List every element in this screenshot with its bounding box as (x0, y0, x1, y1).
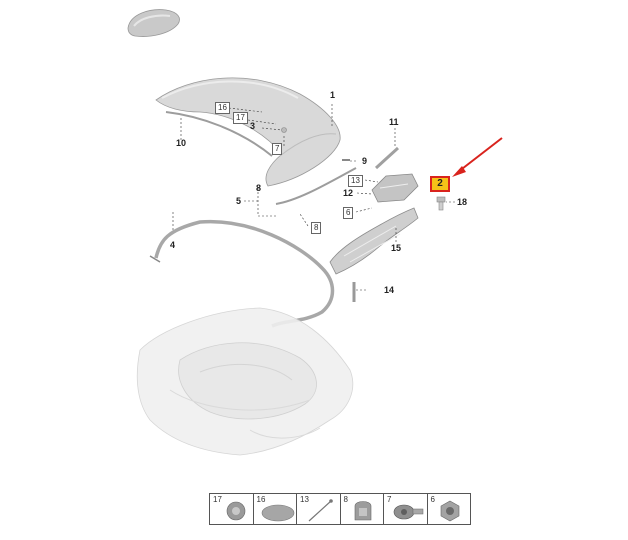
callout-18: 18 (457, 197, 468, 207)
callout-11: 11 (389, 117, 399, 127)
bolt-18 (436, 196, 446, 211)
hinge-block-12 (371, 173, 419, 203)
legend-cell-16[interactable]: 16 (254, 494, 297, 524)
callout-12: 12 (343, 188, 354, 198)
legend-cell-13[interactable]: 13 (297, 494, 341, 524)
leader-lines (172, 104, 455, 291)
callout-8-top: 8 (256, 183, 262, 193)
callout-7-boxed: 7 (272, 143, 283, 155)
legend-cell-8[interactable]: 8 (341, 494, 384, 524)
flange-screw-icon (393, 504, 424, 520)
callout-14: 14 (384, 285, 395, 295)
callout-5: 5 (236, 196, 242, 206)
callout-10: 10 (176, 138, 187, 148)
pin-icon (308, 499, 333, 522)
callout-15: 15 (391, 243, 402, 253)
legend-cell-7[interactable]: 7 (384, 494, 428, 524)
legend-number: 8 (343, 495, 348, 504)
clip-icon (354, 501, 371, 521)
cap-part-icon (127, 9, 180, 37)
callout-9: 9 (362, 156, 368, 166)
callout-16-boxed: 16 (215, 102, 230, 114)
fastener-3 (281, 127, 287, 133)
strip-11 (374, 146, 400, 170)
callout-1: 1 (330, 90, 336, 100)
frame-tube-4 (154, 219, 335, 328)
legend-number: 17 (213, 495, 222, 504)
car-body (136, 307, 354, 456)
hex-nut-icon (440, 500, 459, 522)
callout-8-boxed: 8 (311, 222, 322, 234)
seal-strip-8 (275, 167, 357, 205)
oval-pad-icon (261, 504, 294, 522)
callout-3: 3 (250, 121, 256, 131)
callout-13-boxed: 13 (348, 175, 363, 187)
legend-cell-6[interactable]: 6 (428, 494, 471, 524)
callout-6-boxed: 6 (343, 207, 354, 219)
legend-number: 13 (300, 495, 309, 504)
parts-legend: 17 16 13 8 7 6 (209, 493, 471, 525)
grommet-icon (226, 501, 246, 521)
legend-number: 6 (430, 495, 435, 504)
legend-cell-17[interactable]: 17 (210, 494, 254, 524)
hardtop-cover (155, 77, 341, 187)
duct-bracket-15 (329, 207, 419, 275)
red-arrow-icon (452, 137, 503, 177)
legend-number: 16 (256, 495, 266, 504)
highlighted-callout-2[interactable]: 2 (430, 176, 450, 192)
callout-17-boxed: 17 (233, 112, 248, 124)
legend-number: 7 (387, 495, 392, 504)
seal-strip-10 (165, 111, 273, 157)
callout-4: 4 (170, 240, 176, 250)
